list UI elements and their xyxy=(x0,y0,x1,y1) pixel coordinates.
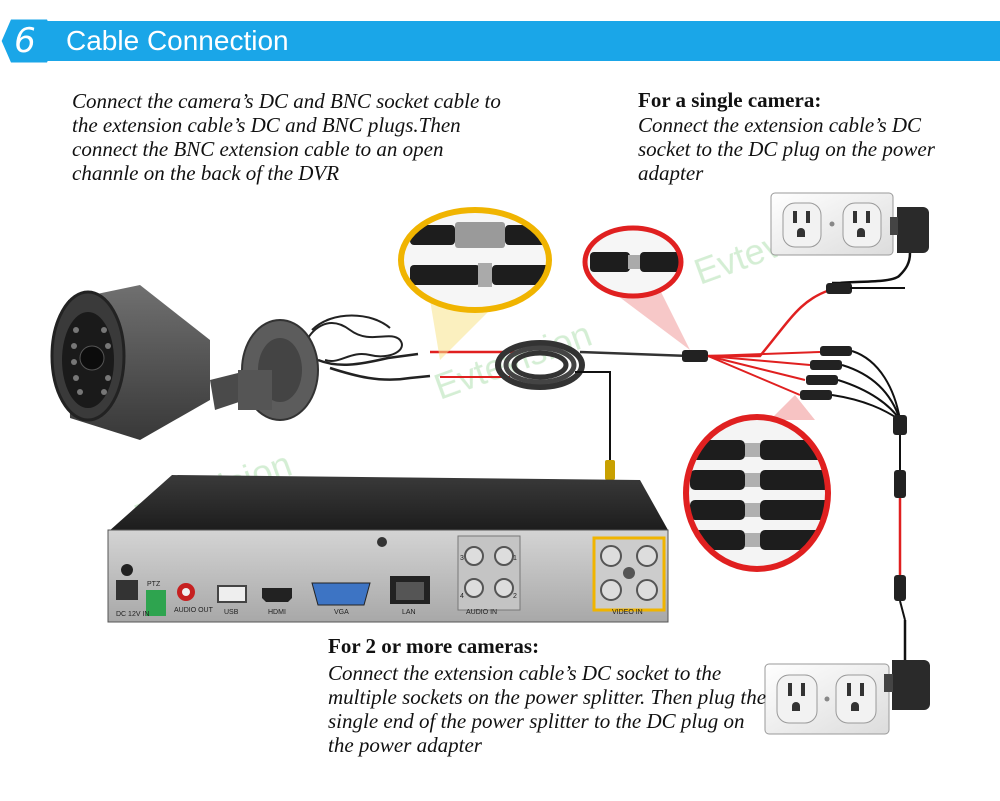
label-video-in: VIDEO IN xyxy=(612,609,643,616)
single-camera-heading: For a single camera: xyxy=(638,88,822,112)
wall-outlet-icon xyxy=(770,192,894,256)
power-adapter-icon xyxy=(832,207,929,285)
title-bar xyxy=(30,21,1000,61)
label-ptz: PTZ xyxy=(147,581,161,588)
dc-connector-icon xyxy=(682,350,708,362)
power-splitter-icon xyxy=(707,346,907,621)
title-banner: 6 Cable Connection xyxy=(0,18,1000,64)
camera-connection-instructions: Connect the camera’s DC and BNC socket c… xyxy=(72,89,501,185)
label-dc-in: DC 12V IN xyxy=(116,611,149,618)
wall-outlet-icon xyxy=(764,663,890,735)
label-usb: USB xyxy=(224,609,239,616)
page-title: Cable Connection xyxy=(66,25,289,56)
cctv-camera-icon xyxy=(50,285,319,440)
label-ch2: 2 xyxy=(513,593,517,600)
bnc-zoom-callout xyxy=(398,207,552,360)
multi-camera-instructions: Connect the extension cable’s DC socket … xyxy=(328,661,767,757)
dc-zoom-callout xyxy=(582,225,690,350)
multi-camera-heading: For 2 or more cameras: xyxy=(328,634,540,658)
label-ch1: 1 xyxy=(513,555,517,562)
power-adapter-icon xyxy=(884,620,930,710)
label-lan: LAN xyxy=(402,609,416,616)
label-audio-out: AUDIO OUT xyxy=(174,607,214,614)
splitter-zoom-callout xyxy=(683,395,831,572)
label-ch4: 4 xyxy=(460,593,464,600)
label-audio-in: AUDIO IN xyxy=(466,609,497,616)
label-ch3: 3 xyxy=(460,555,464,562)
label-hdmi: HDMI xyxy=(268,609,286,616)
dvr-recorder-icon xyxy=(107,475,669,623)
single-camera-instructions: Connect the extension cable’s DC socket … xyxy=(638,113,935,185)
step-number: 6 xyxy=(14,21,36,61)
extension-cable-coil xyxy=(495,340,585,390)
label-vga: VGA xyxy=(334,609,349,616)
